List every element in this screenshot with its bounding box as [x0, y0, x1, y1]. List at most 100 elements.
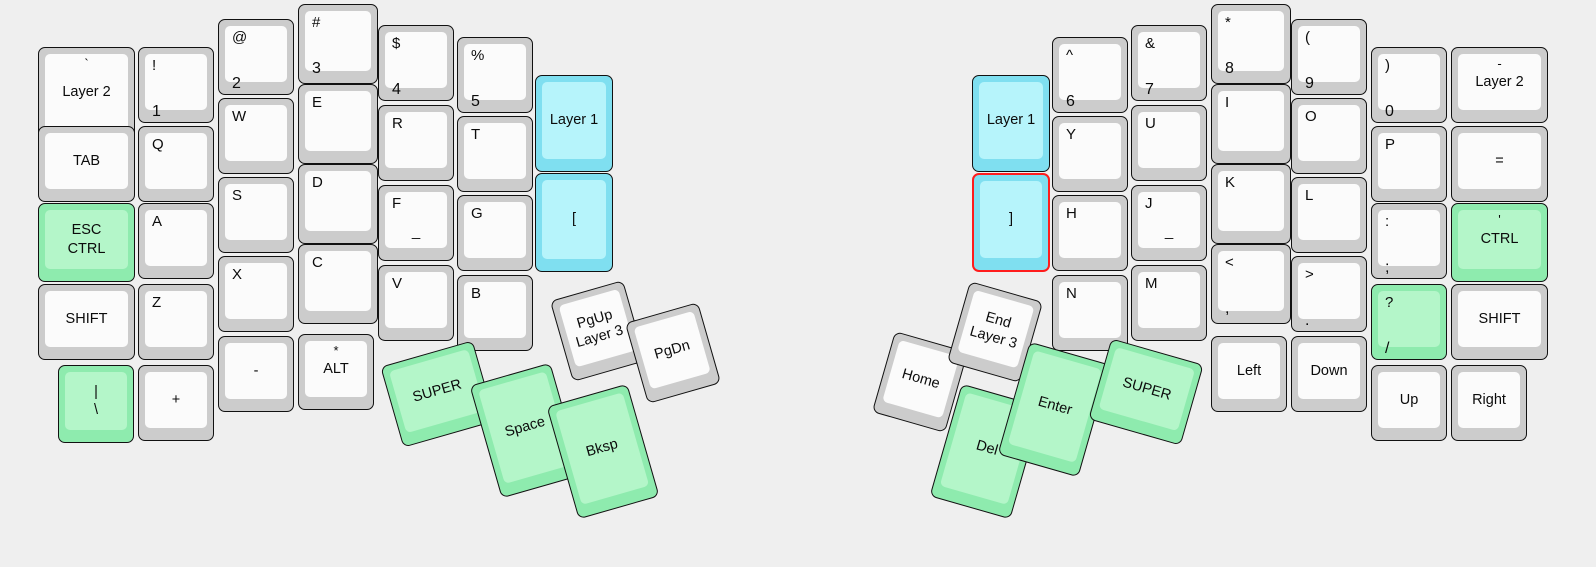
key-n[interactable]: N [1052, 275, 1128, 351]
key-lt-comma[interactable]: <, [1211, 244, 1291, 324]
key-percent-5[interactable]: %5 [457, 37, 533, 113]
keycap-surface: >. [1298, 263, 1360, 329]
keycap-surface: J_ [1138, 192, 1200, 248]
key-super-r[interactable]: SUPER [1088, 338, 1204, 446]
key-tab[interactable]: TAB [38, 126, 135, 202]
legend-bottom-left: 2 [232, 75, 241, 92]
legend-center: SUPER [410, 376, 464, 406]
key-u[interactable]: U [1131, 105, 1207, 181]
legend-top-center: * [333, 343, 339, 358]
legend-bottom-left: 3 [312, 60, 321, 77]
keycap-surface: B [464, 282, 526, 338]
key-minus-layer2[interactable]: -Layer 2 [1451, 47, 1548, 123]
key-plus[interactable]: + [138, 365, 214, 441]
key-i[interactable]: I [1211, 84, 1291, 164]
keycap-surface: Down [1298, 343, 1360, 399]
key-excl-1[interactable]: !1 [138, 47, 214, 123]
keycap-surface: Layer 1 [979, 82, 1043, 159]
key-equal[interactable]: = [1451, 126, 1548, 202]
key-layer1[interactable]: Layer 1 [535, 75, 613, 172]
key-rbracket[interactable]: ] [972, 173, 1050, 272]
keycap-surface: Enter [1007, 350, 1102, 463]
key-bksp[interactable]: Bksp [546, 383, 660, 520]
key-gt-period[interactable]: >. [1291, 256, 1367, 332]
key-paren-0[interactable]: )0 [1371, 47, 1447, 123]
keycap-surface: Up [1378, 372, 1440, 428]
key-colon-semi[interactable]: :; [1371, 203, 1447, 279]
key-esc-ctrl[interactable]: ESC CTRL [38, 203, 135, 282]
key-hash-3[interactable]: #3 [298, 4, 378, 84]
legend-top-left: N [1066, 285, 1077, 302]
legend-center: TAB [72, 152, 101, 169]
key-dollar-4[interactable]: $4 [378, 25, 454, 101]
key-down[interactable]: Down [1291, 336, 1367, 412]
key-layer1-r[interactable]: Layer 1 [972, 75, 1050, 172]
legend-top-left: P [1385, 136, 1396, 153]
key-caret-6[interactable]: ^6 [1052, 37, 1128, 113]
keycap-surface: R [385, 112, 447, 168]
legend-top-left: U [1145, 115, 1156, 132]
key-at-2[interactable]: @2 [218, 19, 294, 95]
key-h[interactable]: H [1052, 195, 1128, 271]
keycap-surface: M [1138, 272, 1200, 328]
keycap-surface: Layer 1 [542, 82, 606, 159]
key-up[interactable]: Up [1371, 365, 1447, 441]
key-j[interactable]: J_ [1131, 185, 1207, 261]
key-t[interactable]: T [457, 116, 533, 192]
legend-bottom-left: 5 [471, 93, 480, 110]
key-minus-l[interactable]: - [218, 336, 294, 412]
key-d[interactable]: D [298, 164, 378, 244]
key-l[interactable]: L [1291, 177, 1367, 253]
key-k[interactable]: K [1211, 164, 1291, 244]
key-o[interactable]: O [1291, 98, 1367, 174]
key-b[interactable]: B [457, 275, 533, 351]
key-paren-9[interactable]: (9 [1291, 19, 1367, 95]
key-amp-7[interactable]: &7 [1131, 25, 1207, 101]
homing-bump-indicator: _ [411, 223, 421, 240]
keycap-surface: I [1218, 91, 1284, 151]
keycap-surface: + [145, 372, 207, 428]
key-p[interactable]: P [1371, 126, 1447, 202]
key-c[interactable]: C [298, 244, 378, 324]
keycap-surface: - [225, 343, 287, 399]
key-pgdn[interactable]: PgDn [624, 302, 722, 404]
keycap-surface: Z [145, 291, 207, 347]
key-m[interactable]: M [1131, 265, 1207, 341]
keycap-surface: F_ [385, 192, 447, 248]
key-lbracket[interactable]: [ [535, 173, 613, 272]
key-g[interactable]: G [457, 195, 533, 271]
key-star-8[interactable]: *8 [1211, 4, 1291, 84]
keycap-surface: Right [1458, 372, 1520, 428]
key-left[interactable]: Left [1211, 336, 1287, 412]
key-a[interactable]: A [138, 203, 214, 279]
key-star-alt[interactable]: *ALT [298, 334, 374, 410]
keycap-surface: A [145, 210, 207, 266]
homing-bump-indicator: _ [1164, 223, 1174, 240]
legend-bottom-left: 0 [1385, 103, 1394, 120]
key-r[interactable]: R [378, 105, 454, 181]
key-q[interactable]: Q [138, 126, 214, 202]
legend-top-left: * [1225, 14, 1231, 31]
key-question-slash[interactable]: ?/ [1371, 284, 1447, 360]
key-w[interactable]: W [218, 98, 294, 174]
legend-top-left: C [312, 254, 323, 271]
legend-top-left: L [1305, 187, 1314, 204]
key-quote-ctrl[interactable]: 'CTRL [1451, 203, 1548, 282]
key-right[interactable]: Right [1451, 365, 1527, 441]
key-e[interactable]: E [298, 84, 378, 164]
keycap-surface: T [464, 123, 526, 179]
legend-center: | \ [93, 383, 99, 418]
key-z[interactable]: Z [138, 284, 214, 360]
key-f[interactable]: F_ [378, 185, 454, 261]
key-y[interactable]: Y [1052, 116, 1128, 192]
key-shift-r[interactable]: SHIFT [1451, 284, 1548, 360]
key-x[interactable]: X [218, 256, 294, 332]
key-v[interactable]: V [378, 265, 454, 341]
key-pipe-backslash[interactable]: | \ [58, 365, 134, 443]
key-shift-l[interactable]: SHIFT [38, 284, 135, 360]
key-s[interactable]: S [218, 177, 294, 253]
legend-bottom-left: 7 [1145, 81, 1154, 98]
keycap-surface: PgDn [633, 310, 711, 390]
keycap-surface: !1 [145, 54, 207, 120]
